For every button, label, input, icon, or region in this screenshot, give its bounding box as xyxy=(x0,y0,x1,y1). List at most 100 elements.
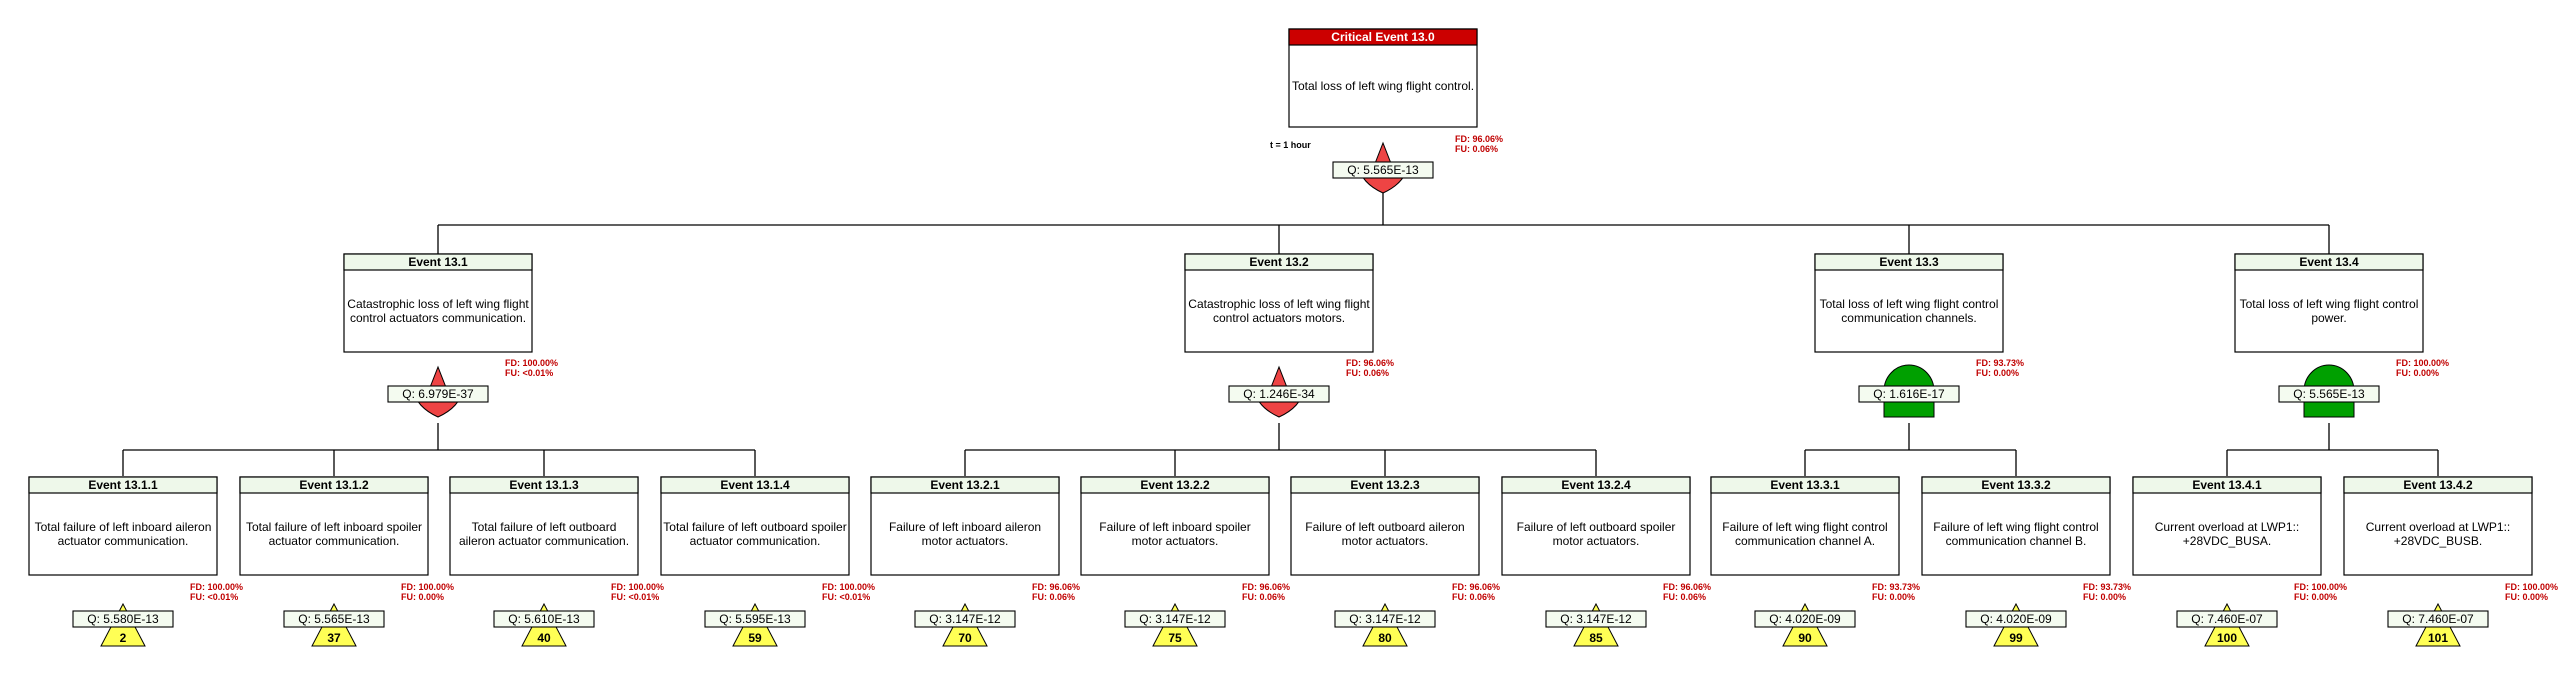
probability-frame xyxy=(2278,385,2380,403)
fu-label: FU: 0.00% xyxy=(1976,368,2019,378)
event-header xyxy=(2132,476,2322,494)
probability-frame xyxy=(493,610,595,628)
event-description: Total loss of left wing flight control xyxy=(2240,297,2419,311)
probability-frame xyxy=(2176,610,2278,628)
event-description: Catastrophic loss of left wing flight xyxy=(347,297,529,311)
probability-value: Q: 3.147E-12 xyxy=(1560,612,1632,626)
probability-frame xyxy=(2387,610,2489,628)
probability-box: Q: 6.979E-37 xyxy=(387,385,489,403)
probability-frame xyxy=(1334,610,1436,628)
probability-box: Q: 5.595E-13 xyxy=(704,610,806,628)
event-header xyxy=(1501,476,1691,494)
fu-label: FU: <0.01% xyxy=(611,592,659,602)
probability-value: Q: 5.610E-13 xyxy=(508,612,580,626)
fd-label: FD: 100.00% xyxy=(822,582,875,592)
probability-frame xyxy=(1754,610,1856,628)
fd-label: FD: 100.00% xyxy=(401,582,454,592)
probability-frame xyxy=(1858,385,1960,403)
probability-value: Q: 5.595E-13 xyxy=(719,612,791,626)
event-header xyxy=(449,476,639,494)
event-title: Event 13.3.2 xyxy=(1981,478,2051,492)
fu-label: FU: 0.06% xyxy=(1346,368,1389,378)
triangle-number: 37 xyxy=(327,631,341,645)
event-description: motor actuators. xyxy=(1342,534,1429,548)
event-description: Failure of left outboard spoiler xyxy=(1517,520,1676,534)
probability-frame xyxy=(387,385,489,403)
triangle-number: 59 xyxy=(748,631,762,645)
probability-value: Q: 5.565E-13 xyxy=(298,612,370,626)
event-description: Failure of left inboard aileron xyxy=(889,520,1041,534)
triangle-number: 70 xyxy=(958,631,972,645)
event-header xyxy=(239,476,429,494)
fu-label: FU: <0.01% xyxy=(505,368,553,378)
event-description: Current overload at LWP1:: xyxy=(2366,520,2511,534)
event-description: Catastrophic loss of left wing flight xyxy=(1188,297,1370,311)
event-description: control actuators motors. xyxy=(1213,311,1345,325)
probability-value: Q: 1.246E-34 xyxy=(1243,387,1315,401)
event-description: communication channels. xyxy=(1841,311,1976,325)
mission-time-label: t = 1 hour xyxy=(1270,140,1311,150)
fu-label: FU: 0.00% xyxy=(2396,368,2439,378)
event-header xyxy=(1710,476,1900,494)
probability-box: Q: 7.460E-07 xyxy=(2176,610,2278,628)
probability-value: Q: 5.565E-13 xyxy=(1347,163,1419,177)
event-description: Total failure of left inboard spoiler xyxy=(246,520,422,534)
fd-label: FD: 96.06% xyxy=(1455,134,1503,144)
event-header xyxy=(1290,476,1480,494)
probability-value: Q: 6.979E-37 xyxy=(402,387,474,401)
event-title: Event 13.1.4 xyxy=(720,478,790,492)
fu-label: FU: 0.06% xyxy=(1032,592,1075,602)
event-title: Event 13.1 xyxy=(408,255,468,269)
event-description: +28VDC_BUSA. xyxy=(2183,534,2271,548)
event-description: Failure of left wing flight control xyxy=(1933,520,2098,534)
event-title: Event 13.1.1 xyxy=(88,478,158,492)
probability-box: Q: 5.565E-13 xyxy=(283,610,385,628)
event-description: control actuators communication. xyxy=(350,311,526,325)
fu-label: FU: 0.06% xyxy=(1455,144,1498,154)
triangle-number: 99 xyxy=(2009,631,2023,645)
event-title: Event 13.2.3 xyxy=(1350,478,1420,492)
event-description: Failure of left wing flight control xyxy=(1722,520,1887,534)
probability-box: Q: 5.565E-13 xyxy=(1332,161,1434,179)
fd-label: FD: 93.73% xyxy=(2083,582,2131,592)
triangle-number: 2 xyxy=(120,631,127,645)
fd-label: FD: 100.00% xyxy=(190,582,243,592)
probability-value: Q: 3.147E-12 xyxy=(1349,612,1421,626)
fd-label: FD: 100.00% xyxy=(611,582,664,592)
event-header xyxy=(1814,253,2004,271)
fu-label: FU: 0.00% xyxy=(2294,592,2337,602)
fd-label: FD: 100.00% xyxy=(505,358,558,368)
triangle-number: 90 xyxy=(1798,631,1812,645)
fd-label: FD: 96.06% xyxy=(1663,582,1711,592)
event-description: actuator communication. xyxy=(58,534,189,548)
event-title: Event 13.2 xyxy=(1249,255,1309,269)
event-description: Failure of left inboard spoiler xyxy=(1099,520,1250,534)
fu-label: FU: 0.00% xyxy=(1872,592,1915,602)
event-header xyxy=(343,253,533,271)
event-title: Event 13.2.4 xyxy=(1561,478,1631,492)
probability-value: Q: 5.580E-13 xyxy=(87,612,159,626)
event-description: Failure of left outboard aileron xyxy=(1305,520,1464,534)
triangle-number: 100 xyxy=(2217,631,2237,645)
event-description: motor actuators. xyxy=(922,534,1009,548)
triangle-number: 75 xyxy=(1168,631,1182,645)
probability-frame xyxy=(1545,610,1647,628)
fd-label: FD: 93.73% xyxy=(1872,582,1920,592)
